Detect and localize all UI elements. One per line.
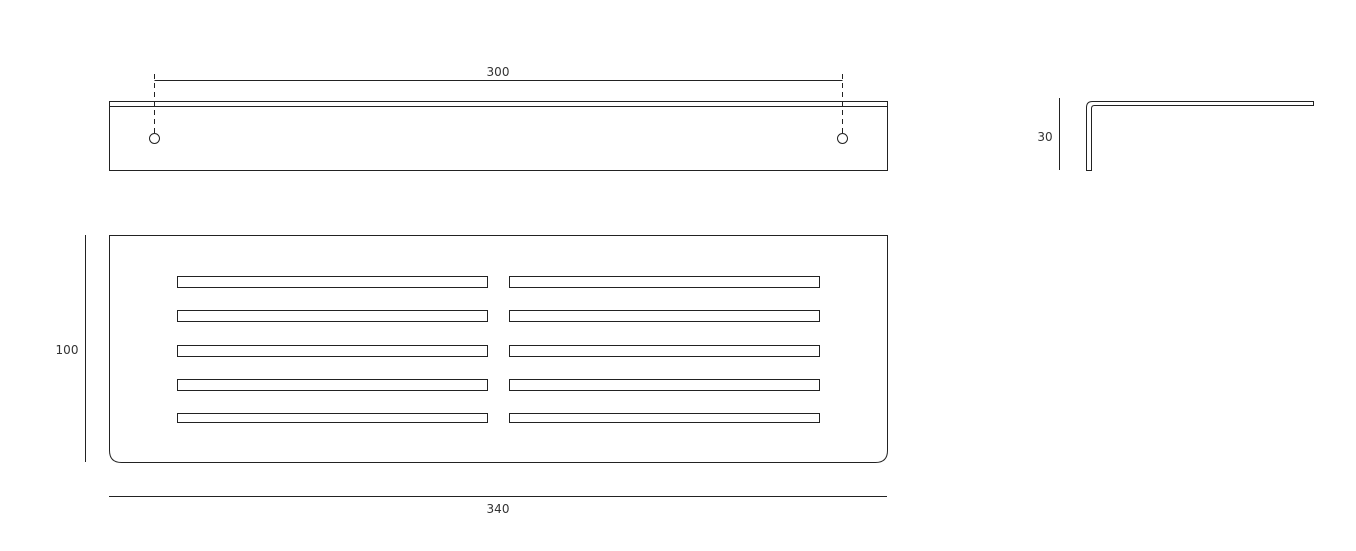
drain-slot — [509, 310, 820, 322]
top-view: 300 — [109, 65, 888, 171]
drain-slot — [177, 379, 488, 391]
dimension-label-overall-width: 340 — [487, 502, 510, 516]
drain-slot — [177, 413, 488, 423]
dimension-label-height: 30 — [1037, 130, 1052, 144]
drain-slot — [509, 276, 820, 288]
mounting-hole-left — [149, 133, 160, 144]
side-view: 30 — [1037, 98, 1314, 171]
drain-slot — [177, 310, 488, 322]
plan-view: 100 340 — [56, 235, 888, 516]
bracket-profile — [1086, 101, 1314, 171]
dimension-label-depth: 100 — [56, 343, 79, 357]
drain-slot — [177, 345, 488, 357]
shelf-plate-outline — [109, 235, 888, 463]
mounting-hole-right — [837, 133, 848, 144]
drain-slot — [177, 276, 488, 288]
drain-slot — [509, 413, 820, 423]
dimension-label-hole-spacing: 300 — [487, 65, 510, 79]
drain-slot — [509, 379, 820, 391]
drain-slot — [509, 345, 820, 357]
drain-slots — [177, 276, 820, 423]
top-view-outline — [109, 101, 888, 171]
